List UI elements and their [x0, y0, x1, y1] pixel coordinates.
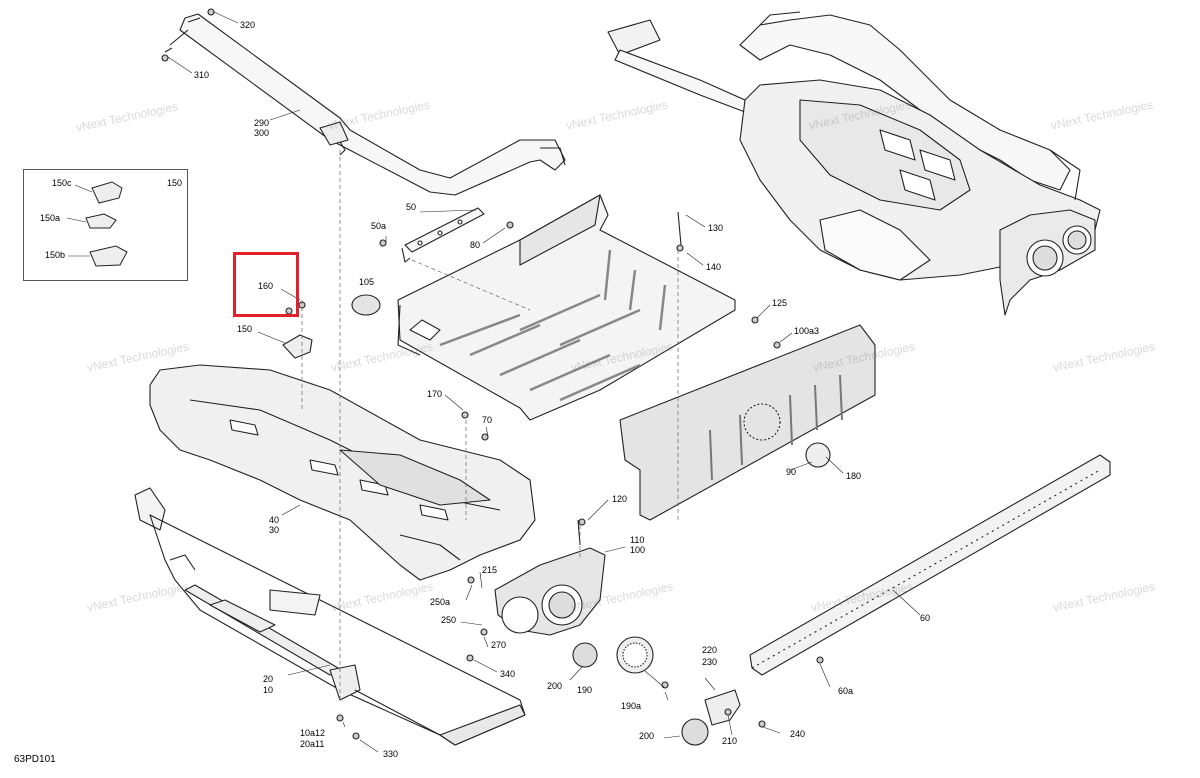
clamp-150b-icon: [89, 245, 128, 267]
callout-60a: 60a: [838, 686, 854, 696]
callout-150c: 150c: [52, 178, 72, 188]
callout-310: 310: [194, 70, 210, 80]
grab-bar-part-290: [164, 13, 566, 196]
callout-270: 270: [491, 640, 507, 650]
callout-250a: 250a: [430, 597, 451, 607]
leader-lines: [167, 11, 921, 753]
callout-290: 290: [254, 118, 270, 128]
callout-90: 90: [786, 467, 797, 477]
callout-210: 210: [722, 736, 738, 746]
callout-80: 80: [470, 240, 481, 250]
callout-190: 190: [577, 685, 593, 695]
callout-10: 10: [263, 685, 274, 695]
rail-part-60: [749, 454, 1111, 676]
floor-panel: [397, 194, 736, 421]
callout-70: 70: [482, 415, 493, 425]
callout-340: 340: [500, 669, 516, 679]
callout-140: 140: [706, 262, 722, 272]
subframe-part-20: [134, 487, 526, 746]
callout-180: 180: [846, 471, 862, 481]
muffler-part-110: [494, 547, 606, 636]
lower-chassis-part-40: [149, 364, 536, 581]
callout-150a: 150a: [40, 213, 61, 223]
callout-200-upper: 200: [547, 681, 563, 691]
callout-230: 230: [702, 657, 718, 667]
callout-60: 60: [920, 613, 931, 623]
diagram-id: 63PD101: [14, 754, 56, 765]
cap-part-200-lower: [681, 718, 709, 746]
callout-105: 105: [359, 277, 375, 287]
callout-220: 220: [702, 645, 718, 655]
callout-215: 215: [482, 565, 498, 575]
callout-160: 160: [258, 281, 274, 291]
rear-panel-part-90: [619, 324, 876, 521]
callout-50a: 50a: [371, 221, 387, 231]
callout-300: 300: [254, 128, 270, 138]
assembly-lines: [301, 150, 679, 700]
clamp-part-150: [282, 334, 313, 359]
callout-330: 330: [383, 749, 399, 759]
callout-150: 150: [237, 324, 253, 334]
tail-light-part-190: [616, 636, 654, 674]
callout-120: 120: [612, 494, 628, 504]
callout-200-lower: 200: [639, 731, 655, 741]
callout-250: 250: [441, 615, 457, 625]
clamp-150c-icon: [91, 181, 123, 204]
callout-170: 170: [427, 389, 443, 399]
grommet-part-105: [351, 294, 381, 316]
cap-part-200: [572, 642, 598, 668]
cap-part-180: [805, 442, 831, 468]
bracket-part-50: [401, 207, 485, 263]
callout-125: 125: [772, 298, 788, 308]
upper-rack-assembly: [607, 11, 1101, 316]
clamp-variants-inset: [23, 169, 188, 281]
callout-130: 130: [708, 223, 724, 233]
callout-190a: 190a: [621, 701, 642, 711]
callout-40: 40: [269, 515, 280, 525]
callout-20: 20: [263, 674, 274, 684]
callout-30: 30: [269, 525, 280, 535]
callout-50: 50: [406, 202, 417, 212]
callout-10a12: 10a12: [300, 728, 326, 738]
callout-110: 110: [630, 535, 645, 545]
callout-150-inset: 150: [167, 178, 183, 188]
clamp-variants-drawing: [66, 181, 128, 267]
bracket-part-220: [704, 689, 741, 726]
callout-100a3: 100a3: [794, 326, 820, 336]
callout-240: 240: [790, 729, 806, 739]
callout-150b: 150b: [45, 250, 66, 260]
callout-320: 320: [240, 20, 256, 30]
highlighted-part-160: [233, 252, 299, 317]
fasteners: [161, 8, 824, 740]
callout-100: 100: [630, 545, 646, 555]
clamp-150a-icon: [85, 213, 117, 229]
callout-20a11: 20a11: [300, 739, 325, 749]
